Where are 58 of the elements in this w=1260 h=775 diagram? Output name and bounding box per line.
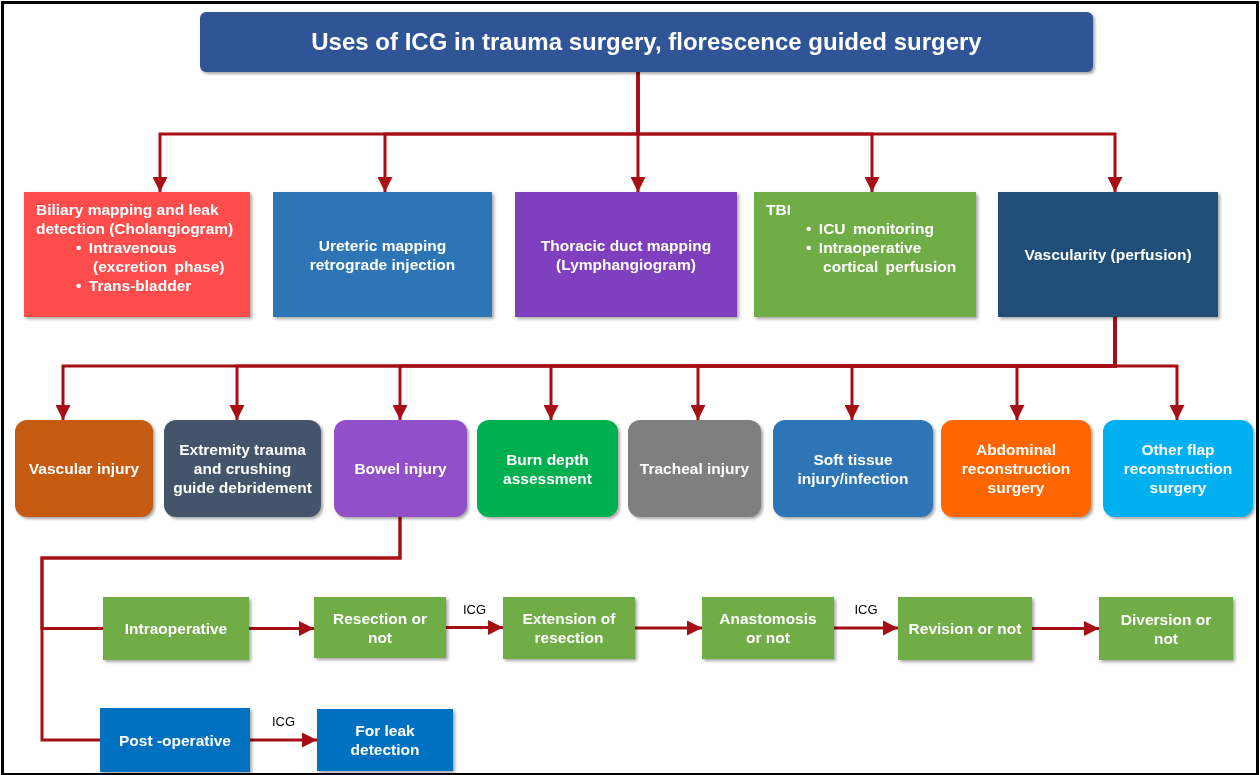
process-box bbox=[1099, 597, 1233, 660]
box-label: Vascularity (perfusion) bbox=[1024, 245, 1192, 264]
process-box bbox=[334, 420, 467, 517]
process-box bbox=[628, 420, 761, 517]
process-box bbox=[898, 597, 1032, 660]
box-label: Thoracic duct mapping (Lymphangiogram) bbox=[539, 235, 713, 274]
arrow bbox=[1032, 621, 1099, 636]
connector-line bbox=[40, 517, 402, 742]
arrow bbox=[1113, 317, 1185, 420]
process-box bbox=[103, 597, 249, 660]
bullet-item: • Intraoperative cortical perfusion bbox=[806, 238, 958, 276]
process-box bbox=[15, 420, 153, 517]
box-label: Tracheal injury bbox=[639, 459, 750, 478]
box-label: Vascular injury bbox=[28, 459, 140, 478]
box-label: Uses of ICG in trauma surgery, florescence guided surgery bbox=[311, 28, 982, 56]
bullet-item: • ICU monitoring bbox=[806, 219, 935, 238]
process-box bbox=[314, 597, 446, 658]
box-label: For leak detection bbox=[349, 721, 421, 759]
edge-label: ICG bbox=[852, 602, 880, 617]
box-label: Other flap reconstruction surgery bbox=[1122, 440, 1234, 497]
bullet-item: • Intravenous (excretion phase) bbox=[76, 238, 226, 276]
box-label: Revision or not bbox=[908, 619, 1022, 638]
process-box bbox=[164, 420, 321, 517]
process-box bbox=[941, 420, 1091, 517]
process-box bbox=[515, 192, 737, 317]
process-box bbox=[702, 597, 834, 659]
box-label: Diversion or not bbox=[1119, 609, 1213, 648]
process-box bbox=[317, 709, 453, 771]
box-label: Abdominal reconstruction surgery bbox=[960, 440, 1072, 497]
bullet-item: • Trans-bladder bbox=[76, 276, 193, 295]
box-label: Soft tissue injury/infection bbox=[796, 449, 910, 488]
box-label: Extremity trauma and crushing guide debridement bbox=[172, 440, 313, 497]
process-box bbox=[273, 192, 492, 317]
arrow bbox=[834, 620, 898, 636]
arrow bbox=[635, 620, 702, 636]
arrow bbox=[446, 620, 503, 635]
process-box bbox=[773, 420, 933, 517]
box-label: Bowel injury bbox=[354, 459, 447, 478]
process-box bbox=[100, 708, 250, 772]
process-box bbox=[24, 192, 250, 317]
box-label: Anastomosis or not bbox=[718, 609, 818, 647]
process-box bbox=[754, 192, 976, 317]
box-label: Extension of resection bbox=[521, 609, 617, 647]
box-label: Burn depth assessment bbox=[502, 449, 593, 488]
arrow bbox=[250, 732, 317, 748]
process-box bbox=[503, 597, 635, 659]
box-label: Ureteric mapping retrograde injection bbox=[308, 235, 457, 274]
process-box bbox=[1103, 420, 1253, 517]
box-heading: Biliary mapping and leak detection (Cholangiogram) bbox=[36, 200, 235, 238]
process-box bbox=[998, 192, 1218, 317]
process-box bbox=[477, 420, 618, 517]
box-label: Resection or not bbox=[332, 608, 428, 647]
box-label: Post -operative bbox=[119, 730, 231, 750]
box-label: Intraoperative bbox=[124, 619, 228, 638]
arrow bbox=[636, 72, 1123, 192]
arrow bbox=[249, 621, 314, 636]
box-heading: TBI bbox=[766, 200, 791, 219]
process-box bbox=[200, 12, 1093, 72]
